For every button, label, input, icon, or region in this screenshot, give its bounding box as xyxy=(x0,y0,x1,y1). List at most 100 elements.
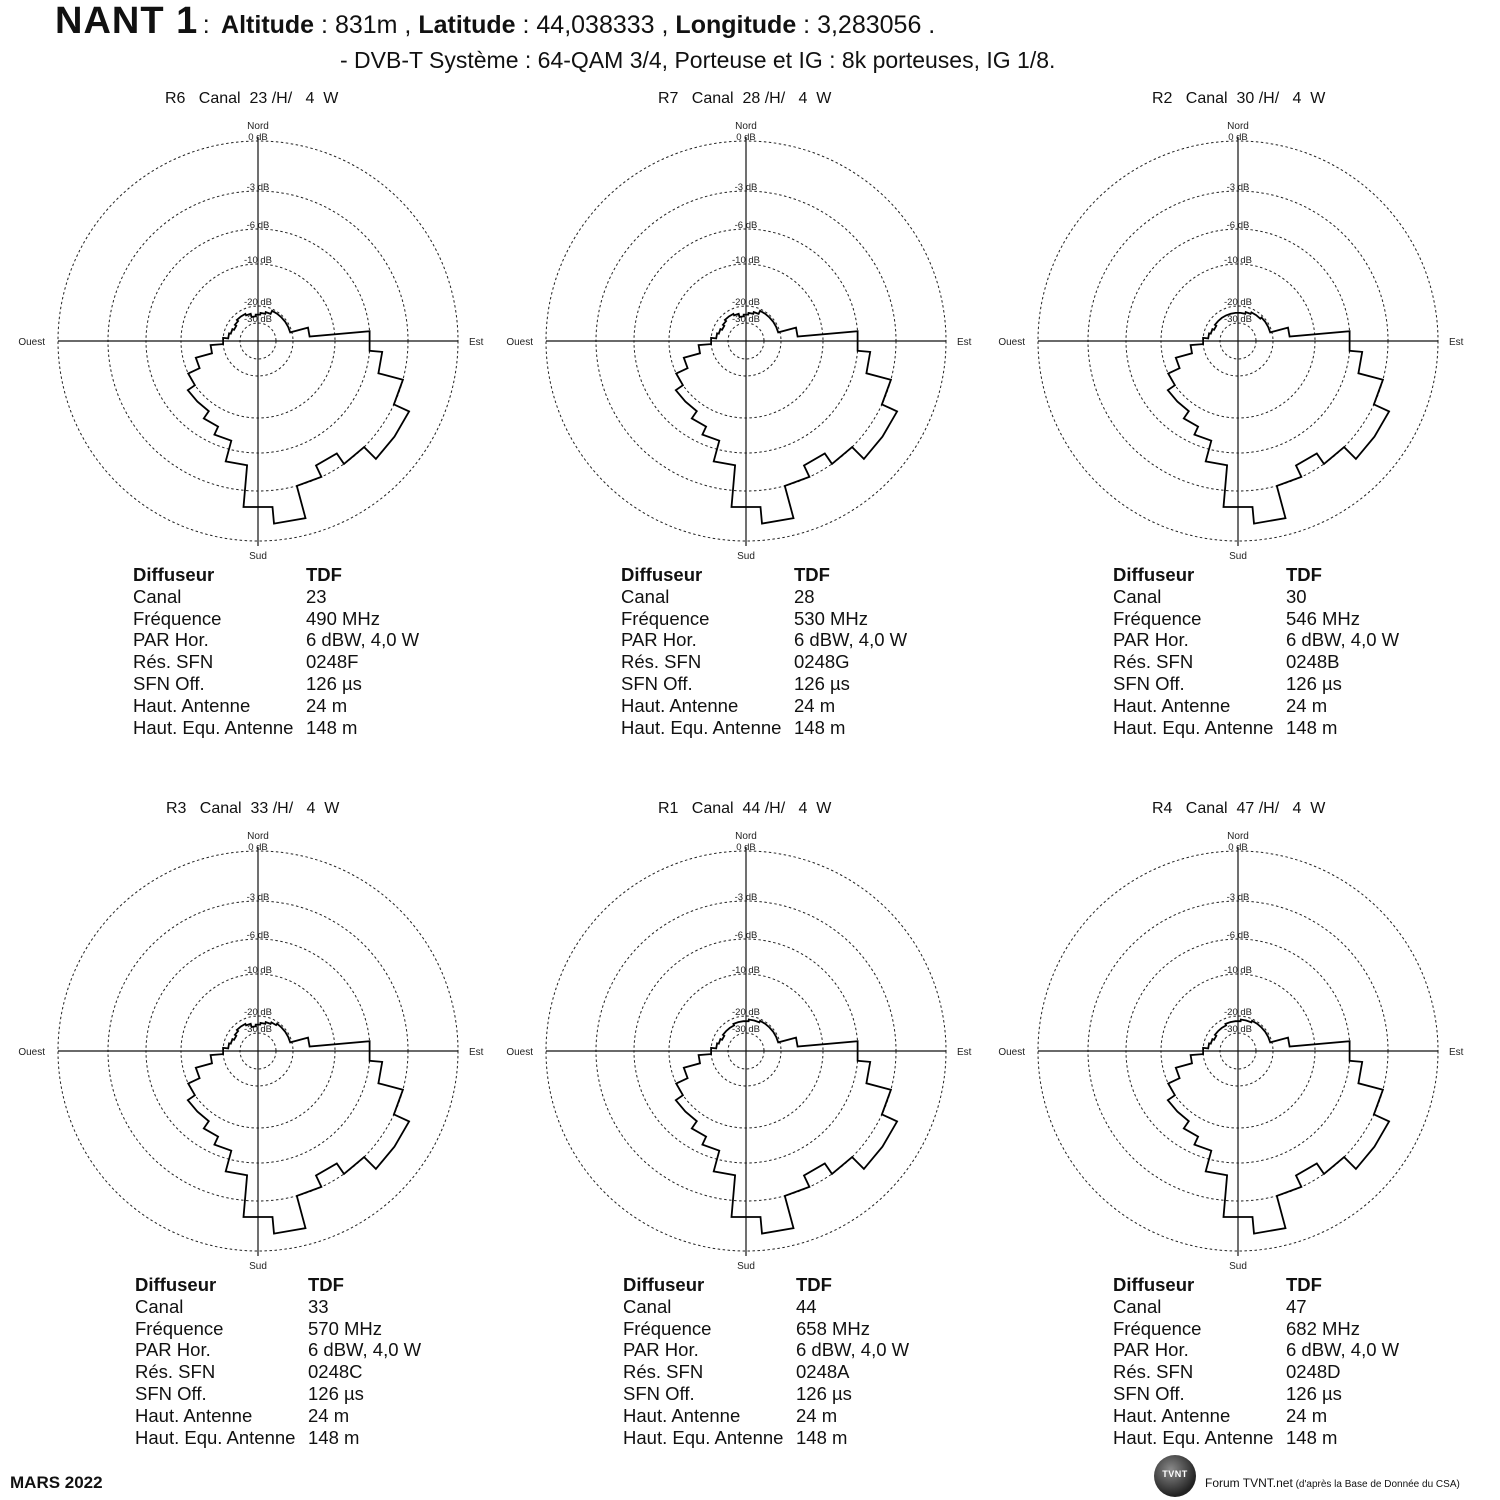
ring-label: -6 dB xyxy=(247,930,270,941)
info-label: SFN Off. xyxy=(623,1382,695,1404)
ring-label: -3 dB xyxy=(735,182,758,193)
info-label: Haut. Antenne xyxy=(621,694,739,716)
ring-label: -30 dB xyxy=(1224,1024,1252,1035)
radiation-pattern xyxy=(674,309,899,525)
info-value: 126 µs xyxy=(796,1382,852,1404)
panel-title: R7 Canal 28 /H/ 4 W xyxy=(658,90,832,107)
polar-chart: 0 dB-3 dB-6 dB-10 dB-20 dB-30 dBNordSudE… xyxy=(998,121,1464,560)
ring-label: -30 dB xyxy=(732,1024,760,1035)
compass-north: Nord xyxy=(247,121,269,132)
info-label: Haut. Equ. Antenne xyxy=(623,1426,784,1448)
compass-north: Nord xyxy=(247,831,269,842)
ring-label: -10 dB xyxy=(1224,965,1252,976)
info-label: Diffuseur xyxy=(1113,564,1195,585)
info-label: Diffuseur xyxy=(135,1274,217,1295)
ring-label: -10 dB xyxy=(244,965,272,976)
radiation-pattern xyxy=(674,1018,899,1235)
panel-title: R1 Canal 44 /H/ 4 W xyxy=(658,800,832,817)
info-label: Canal xyxy=(1113,1295,1162,1317)
info-value: 148 m xyxy=(794,716,846,738)
footer-credit: Forum TVNT.net (d'après la Base de Donné… xyxy=(1205,1476,1460,1490)
info-label: Rés. SFN xyxy=(1113,1361,1194,1383)
panel-title: R2 Canal 30 /H/ 4 W xyxy=(1152,90,1326,107)
ring-label: -10 dB xyxy=(732,255,760,266)
compass-south: Sud xyxy=(1229,551,1247,560)
info-value: 148 m xyxy=(306,716,358,738)
info-label: Fréquence xyxy=(135,1317,224,1339)
info-value: 47 xyxy=(1286,1295,1307,1317)
info-label: PAR Hor. xyxy=(621,629,697,651)
ring-label: -20 dB xyxy=(1224,1007,1252,1018)
info-label: Fréquence xyxy=(133,607,222,629)
info-value: 6 dBW, 4,0 W xyxy=(794,629,908,651)
info-value: 148 m xyxy=(308,1426,360,1448)
info-value: 0248G xyxy=(794,651,850,673)
ring-label: -20 dB xyxy=(1224,297,1252,308)
page-header: NANT 1 : Altitude : 831m , Latitude : 44… xyxy=(55,0,936,42)
radiation-pattern xyxy=(1166,1018,1391,1235)
compass-west: Ouest xyxy=(506,1047,533,1058)
compass-east: Est xyxy=(1449,337,1464,348)
compass-south: Sud xyxy=(737,1261,755,1270)
info-label: Haut. Equ. Antenne xyxy=(621,716,782,738)
ring-label: -6 dB xyxy=(247,220,270,231)
polar-chart: 0 dB-3 dB-6 dB-10 dB-20 dB-30 dBNordSudE… xyxy=(18,121,483,560)
info-value: 0248C xyxy=(308,1361,363,1383)
info-label: Haut. Equ. Antenne xyxy=(135,1426,296,1448)
info-value: 6 dBW, 4,0 W xyxy=(306,629,420,651)
info-label: PAR Hor. xyxy=(1113,629,1189,651)
panel-title: R3 Canal 33 /H/ 4 W xyxy=(166,800,340,817)
longitude-label: Longitude xyxy=(675,11,797,39)
info-value: 24 m xyxy=(1286,694,1328,716)
altitude-label: Altitude xyxy=(221,11,315,39)
ring-label: -3 dB xyxy=(247,892,270,903)
info-value: 0248A xyxy=(796,1361,850,1383)
polar-chart: 0 dB-3 dB-6 dB-10 dB-20 dB-30 dBNordSudE… xyxy=(506,831,971,1270)
latitude-value: 44,038333 , xyxy=(536,11,669,39)
info-value: 44 xyxy=(796,1295,817,1317)
panel-title: R4 Canal 47 /H/ 4 W xyxy=(1152,800,1326,817)
compass-south: Sud xyxy=(1229,1261,1247,1270)
credit-note: (d'après la Base de Donnée du CSA) xyxy=(1292,1479,1460,1490)
credit-text: Forum TVNT.net xyxy=(1205,1476,1293,1490)
info-label: SFN Off. xyxy=(135,1382,207,1404)
info-value: 23 xyxy=(306,585,327,607)
radiation-pattern xyxy=(1166,310,1391,525)
compass-east: Est xyxy=(469,1047,484,1058)
ring-label: -6 dB xyxy=(735,930,758,941)
ring-label: 0 dB xyxy=(248,842,268,853)
info-label: Haut. Antenne xyxy=(133,694,251,716)
ring-label: -10 dB xyxy=(732,965,760,976)
info-value: 24 m xyxy=(308,1404,350,1426)
info-value: 6 dBW, 4,0 W xyxy=(1286,1339,1400,1361)
polar-chart: 0 dB-3 dB-6 dB-10 dB-20 dB-30 dBNordSudE… xyxy=(998,831,1463,1270)
info-value: 530 MHz xyxy=(794,607,869,629)
info-value: 6 dBW, 4,0 W xyxy=(308,1339,422,1361)
ring-label: -6 dB xyxy=(735,220,758,231)
info-value: 126 µs xyxy=(306,672,362,694)
info-value: 148 m xyxy=(1286,1426,1338,1448)
info-value: 33 xyxy=(308,1295,329,1317)
altitude-value: 831m , xyxy=(334,11,412,39)
info-label: SFN Off. xyxy=(1113,672,1185,694)
panel-title: R6 Canal 23 /H/ 4 W xyxy=(165,90,339,107)
ring-label: 0 dB xyxy=(736,842,756,853)
info-value: 0248B xyxy=(1286,651,1340,673)
compass-north: Nord xyxy=(735,121,757,132)
system-line: - DVB-T Système : 64-QAM 3/4, Porteuse e… xyxy=(340,47,1056,73)
info-value: 126 µs xyxy=(308,1382,364,1404)
info-label: SFN Off. xyxy=(1113,1382,1185,1404)
ring-label: -3 dB xyxy=(247,182,270,193)
info-label: Fréquence xyxy=(621,607,710,629)
info-value: 148 m xyxy=(796,1426,848,1448)
info-value: TDF xyxy=(1286,564,1322,585)
info-value: 0248D xyxy=(1286,1361,1341,1383)
ring-label: 0 dB xyxy=(248,132,268,143)
info-value: 658 MHz xyxy=(796,1317,871,1339)
compass-west: Ouest xyxy=(998,337,1025,348)
